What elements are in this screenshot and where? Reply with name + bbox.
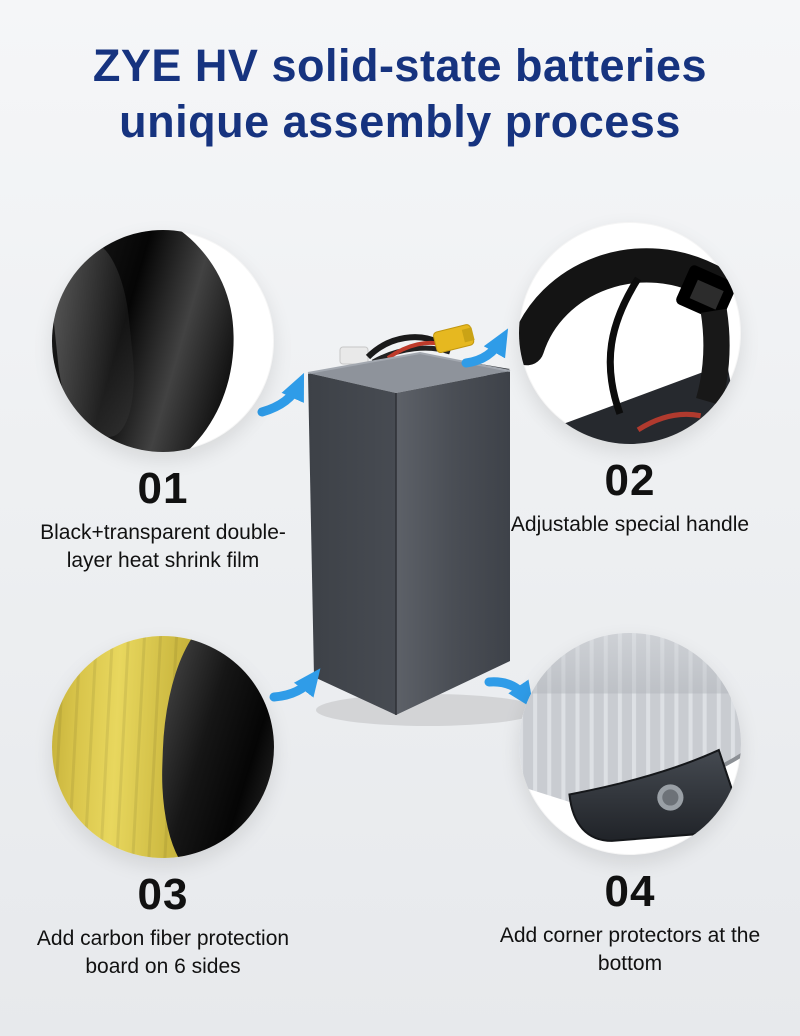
- step-4-label: Add corner protectors at the bottom: [499, 924, 761, 976]
- carbon-fiber-board-photo: [52, 636, 274, 858]
- step-3-number: 03: [137, 870, 189, 919]
- title-line-1: ZYE HV solid-state batteries: [92, 40, 708, 91]
- battery-left-face: [308, 373, 396, 715]
- yellow-connector: [433, 324, 475, 353]
- strap-buckle: [676, 265, 737, 322]
- handle-photo-art: [519, 248, 741, 444]
- thin-cable: [606, 276, 642, 415]
- battery-right-face: [396, 371, 510, 715]
- battery-top-face: [308, 353, 510, 393]
- step-3-label: Add carbon fiber protection board on 6 s…: [36, 927, 290, 979]
- strap-arch: [519, 248, 734, 366]
- step-2: 02 Adjustable special handle: [495, 222, 765, 539]
- adjustable-handle-strap-photo: [519, 222, 741, 444]
- step-4-number: 04: [604, 867, 656, 916]
- battery-box: [307, 351, 511, 715]
- step-2-number: 02: [604, 456, 656, 505]
- corner-protector-art: [519, 633, 741, 842]
- battery-product-photo: [307, 324, 528, 726]
- battery-body-in-photo: [547, 363, 741, 444]
- step-3: 03 Add carbon fiber protection board on …: [28, 636, 298, 981]
- protector-hole-inner: [662, 789, 679, 806]
- red-wire: [636, 411, 702, 433]
- step-1-label: Black+transparent double-layer heat shri…: [40, 521, 286, 573]
- corner-protector-photo: [519, 633, 741, 855]
- step-2-label: Adjustable special handle: [510, 513, 750, 536]
- step-1: 01 Black+transparent double-layer heat s…: [28, 230, 298, 575]
- black-film-edge-shape: [158, 636, 274, 858]
- step-4: 04 Add corner protectors at the bottom: [495, 633, 765, 978]
- title-line-2: unique assembly process: [119, 95, 681, 147]
- black-heat-shrink-film-photo: [52, 230, 274, 452]
- page-title: ZYE HV solid-state batteries unique asse…: [0, 38, 800, 150]
- strap-vertical: [696, 308, 730, 406]
- battery-body-shade: [519, 633, 741, 694]
- step-1-number: 01: [137, 464, 189, 513]
